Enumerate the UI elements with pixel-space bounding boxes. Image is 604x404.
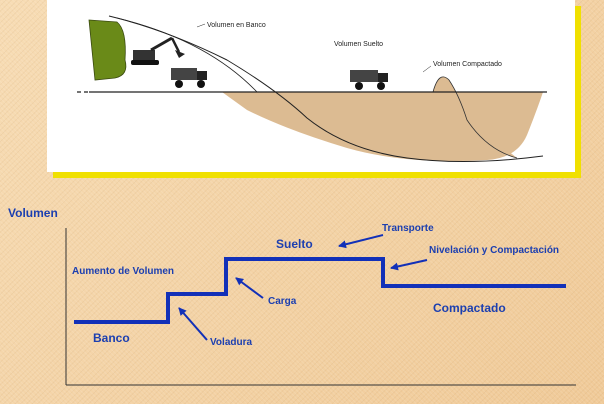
transporte-label: Transporte	[382, 223, 434, 234]
excavator-icon	[131, 36, 185, 65]
aumento-volumen-label: Aumento de Volumen	[72, 266, 174, 277]
carga-label: Carga	[268, 296, 297, 307]
slope-line	[116, 17, 258, 93]
voladura-arrow	[178, 307, 208, 341]
carga-arrow	[235, 277, 264, 299]
compactado-label: Compactado	[433, 301, 506, 315]
label-volumen-suelto: Volumen Suelto	[334, 41, 383, 48]
nivelacion-arrow	[390, 259, 428, 271]
voladura-label: Voladura	[210, 337, 252, 348]
earthwork-illustration: Volumen en Banco Volumen Suelto Volumen …	[47, 0, 575, 172]
terrain-line	[108, 15, 544, 163]
hauling-truck-icon	[350, 70, 388, 90]
banco-label: Banco	[93, 331, 130, 345]
volume-step-line	[74, 257, 566, 324]
compacted-mound	[432, 76, 518, 159]
dump-truck-icon	[171, 68, 207, 88]
y-axis-label: Volumen	[8, 206, 58, 220]
suelto-label: Suelto	[276, 237, 313, 251]
nivelacion-label: Nivelación y Compactación	[429, 245, 559, 256]
bank-hill	[88, 19, 127, 81]
label-volumen-compactado: Volumen Compactado	[433, 61, 502, 68]
earthwork-scene-svg: Volumen en Banco Volumen Suelto Volumen …	[77, 15, 547, 163]
label-volumen-banco: Volumen en Banco	[207, 22, 266, 29]
transporte-arrow	[338, 234, 384, 249]
